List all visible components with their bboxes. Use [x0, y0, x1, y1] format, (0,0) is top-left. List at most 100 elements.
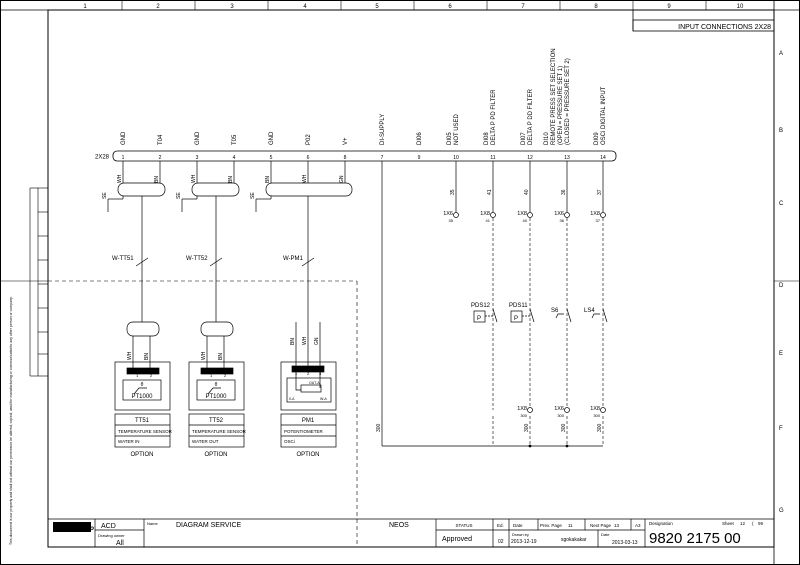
- pin-number: 11: [490, 155, 495, 161]
- switches: [473, 308, 608, 323]
- company-label: Atlas Copco: [55, 525, 94, 532]
- tt51-sensor: PT1000: [131, 394, 153, 400]
- next-label-label: Next Page: [590, 523, 612, 528]
- cable-pm1: W-PM1: [283, 256, 304, 262]
- atlas-copco-logo: Atlas Copco: [53, 522, 94, 532]
- product: NEOS: [389, 522, 409, 529]
- wire-number: 37: [597, 189, 603, 195]
- potentiometer-pm1: [280, 361, 337, 448]
- pin-signal-label: DI-SUPPLY: [380, 114, 386, 145]
- se-label: SE: [102, 192, 108, 199]
- pin-signal-label: GND: [195, 131, 201, 145]
- row-letter: A: [779, 51, 783, 57]
- terminal-number: 40: [523, 218, 528, 223]
- pin1-label: 1: [136, 373, 139, 378]
- pin-signal-label: GND: [121, 131, 127, 145]
- pin-number: 13: [564, 155, 570, 161]
- bn-label: BN: [290, 338, 296, 345]
- ed-label-label: Ed.: [497, 523, 504, 528]
- edition: 02: [498, 539, 504, 545]
- terminal-number: 300: [520, 413, 527, 418]
- digital-input-wiring: [381, 161, 604, 447]
- p-label: P: [477, 316, 481, 322]
- sensor-tt52: [188, 361, 245, 448]
- terminal-point: [600, 407, 606, 413]
- title-block: [48, 518, 774, 547]
- bn-label: BN: [154, 176, 160, 183]
- digital-input-dashed: [492, 218, 604, 446]
- desc2-label: WATER OUT: [192, 439, 219, 444]
- drawing-name: DIAGRAM SERVICE: [176, 522, 242, 529]
- pm1-option: OPTION: [296, 452, 319, 458]
- a-label: 0-A: [289, 397, 295, 401]
- terminal-point: [490, 212, 496, 218]
- pin-signal-label: T04: [158, 134, 164, 145]
- column-number: 1: [83, 4, 87, 10]
- row-letter: C: [779, 201, 784, 207]
- wire-number: 300: [597, 423, 603, 432]
- row-letter: E: [779, 351, 783, 357]
- desc1-label: TEMPERATURE SENSOR: [192, 429, 247, 434]
- column-number: 2: [156, 4, 160, 10]
- desc1-label: POTENTIOMETER: [284, 429, 324, 434]
- pin-number: 2: [159, 155, 162, 161]
- pin-signal-label: DI06: [417, 132, 423, 145]
- column-number: 10: [737, 4, 744, 10]
- pin-number: 7: [381, 155, 384, 161]
- pm1-tag: PM1: [302, 418, 315, 424]
- tt52-tag: TT52: [209, 418, 224, 424]
- s6-tag: S6: [551, 308, 559, 314]
- column-number: 9: [667, 4, 671, 10]
- terminal-number: 41: [486, 218, 491, 223]
- pin-signal-label: (OPEN = PRESSURE SET 1): [558, 66, 564, 145]
- pin1-label: 1: [295, 371, 298, 376]
- pin-signal-label: DELTA P PD FILTER: [491, 89, 497, 145]
- sensor-shields: [126, 321, 321, 368]
- row-letter: F: [779, 426, 783, 432]
- terminal-label: 1X8: [480, 211, 490, 217]
- column-number: 6: [448, 4, 452, 10]
- wire-number: 300: [524, 423, 530, 432]
- side-note: This document is our property and shall …: [9, 296, 13, 545]
- paper-size: A3: [635, 523, 641, 528]
- junction-dots: [528, 444, 569, 448]
- sheet-label-label: Sheet: [722, 521, 735, 526]
- bn-label: BN: [218, 353, 224, 360]
- pin-signal-label: OSCi DIGITAL INPUT: [601, 86, 607, 145]
- theta-label: θ: [215, 382, 218, 388]
- designation-number: 9820 2175 00: [649, 530, 741, 547]
- wire-number: 35: [450, 189, 456, 195]
- terminal-number: 300: [557, 413, 564, 418]
- binding-strip: [29, 187, 49, 377]
- row-letter: G: [779, 508, 784, 514]
- prev-page: 11: [568, 523, 573, 528]
- next-page: 13: [614, 523, 620, 528]
- supply-wire-num: 300: [376, 423, 382, 432]
- out-label: OUT-A: [309, 381, 320, 385]
- drawn-by: sgokakakar: [561, 537, 587, 543]
- designation-label-label: Designation: [649, 521, 673, 526]
- pin-number: 3: [196, 155, 199, 161]
- pds11-tag: PDS11: [509, 303, 528, 309]
- terminal-point: [527, 407, 533, 413]
- column-ruler: [121, 0, 707, 10]
- wh-label: WH: [117, 174, 123, 183]
- wh-label: WH: [302, 174, 308, 183]
- tt52-sensor: PT1000: [205, 394, 227, 400]
- status: Approved: [442, 536, 472, 543]
- terminal-number: 36: [560, 218, 565, 223]
- drawn-date: 2013-03-13: [612, 540, 638, 546]
- terminal-point: [453, 212, 459, 218]
- pin-signal-label: T05: [232, 134, 238, 145]
- pin-signal-label: V+: [343, 137, 349, 145]
- pin-number: 6: [307, 155, 310, 161]
- tt52-option: OPTION: [204, 452, 227, 458]
- wire-number: 36: [561, 189, 567, 195]
- terminal-label: 1X6: [554, 406, 564, 412]
- pin-number: 9: [418, 155, 421, 161]
- b-label: W-A: [320, 397, 327, 401]
- sheet-total: 99: [758, 521, 764, 526]
- terminal-point: [564, 212, 570, 218]
